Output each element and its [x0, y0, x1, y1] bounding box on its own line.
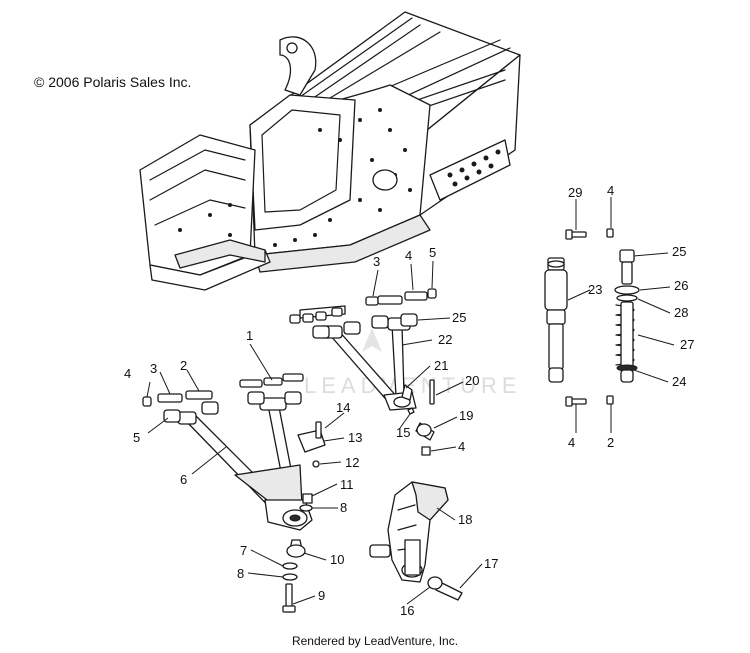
- callout-29: 29: [568, 185, 582, 200]
- callout-28: 28: [674, 305, 688, 320]
- shock-bolts: [565, 228, 614, 407]
- callout-17: 17: [484, 556, 498, 571]
- callout-4: 4: [458, 439, 465, 454]
- callout-25: 25: [672, 244, 686, 259]
- limiter-parts: [297, 421, 326, 468]
- chassis-frame: [139, 11, 521, 291]
- callout-9: 9: [318, 588, 325, 603]
- callout-12: 12: [345, 455, 359, 470]
- callout-2: 2: [607, 435, 614, 450]
- callout-7: 7: [240, 543, 247, 558]
- callout-16: 16: [400, 603, 414, 618]
- callout-22: 22: [438, 332, 452, 347]
- callout-1: 1: [246, 328, 253, 343]
- callout-8: 8: [340, 500, 347, 515]
- upper-a-arm: [319, 317, 417, 411]
- callout-4: 4: [405, 248, 412, 263]
- callout-3: 3: [150, 361, 157, 376]
- callout-4: 4: [607, 183, 614, 198]
- leader-lines: [146, 197, 675, 605]
- copyright-notice: © 2006 Polaris Sales Inc.: [34, 74, 192, 90]
- callout-11: 11: [340, 477, 354, 492]
- tie-rod-parts: [401, 379, 435, 456]
- callout-14: 14: [336, 400, 350, 415]
- callout-23: 23: [588, 282, 602, 297]
- callout-10: 10: [330, 552, 344, 567]
- lower-a-arm: [177, 397, 313, 531]
- shock-absorber-left: [544, 257, 568, 383]
- footer-credit: Rendered by LeadVenture, Inc.: [291, 634, 459, 648]
- callout-25: 25: [452, 310, 466, 325]
- upper-pivot-hardware: [289, 288, 437, 339]
- callout-13: 13: [348, 430, 362, 445]
- callout-4: 4: [124, 366, 131, 381]
- callout-5: 5: [429, 245, 436, 260]
- lower-pivot-hardware: [142, 373, 304, 423]
- callout-15: 15: [396, 425, 410, 440]
- callout-18: 18: [458, 512, 472, 527]
- callout-24: 24: [672, 374, 686, 389]
- callout-5: 5: [133, 430, 140, 445]
- callout-3: 3: [373, 254, 380, 269]
- callout-27: 27: [680, 337, 694, 352]
- callout-19: 19: [459, 408, 473, 423]
- callout-26: 26: [674, 278, 688, 293]
- callout-8: 8: [237, 566, 244, 581]
- callout-20: 20: [465, 373, 479, 388]
- shock-absorber-spring: [614, 249, 640, 383]
- spindle-bolt: [427, 576, 463, 601]
- callout-21: 21: [434, 358, 448, 373]
- spindle: [369, 481, 449, 583]
- callout-6: 6: [180, 472, 187, 487]
- callout-2: 2: [180, 358, 187, 373]
- callout-4: 4: [568, 435, 575, 450]
